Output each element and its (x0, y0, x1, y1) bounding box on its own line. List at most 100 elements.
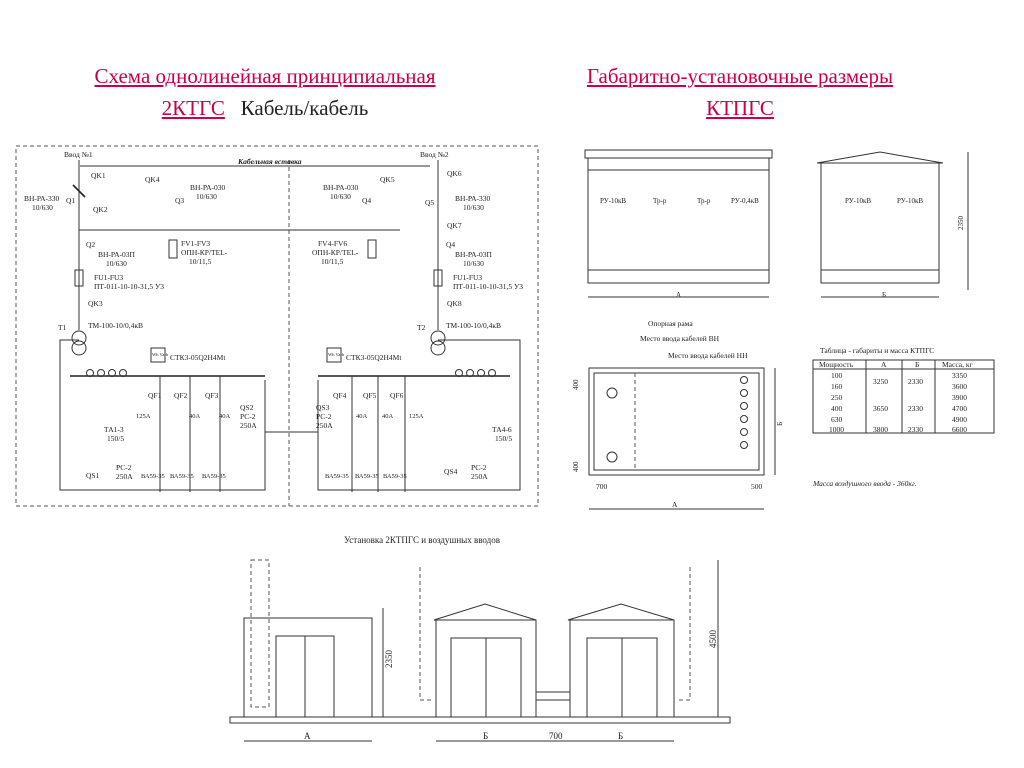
right-qk5: QK5 (380, 175, 395, 184)
left-meter-box-label: Wh Varh (152, 352, 169, 357)
installation-right-air-entry (678, 567, 691, 701)
left-qf2: QF2 (174, 391, 188, 400)
installation-dim-b2: Б (618, 731, 623, 741)
installation-left-unit (243, 617, 373, 718)
side-elevation: РУ-10кВ РУ-10кВ Б 2350 (816, 151, 969, 299)
right-t: T2 (417, 323, 426, 332)
right-vn-ra330: ВН-РА-330 (455, 194, 491, 203)
left-qk3: QK3 (88, 299, 103, 308)
front-elevation: РУ-10кВ Тр-р Тр-р РУ-0,4кВ А (584, 149, 773, 299)
table-header-b: Б (915, 360, 919, 369)
left-lv-loop (59, 339, 266, 491)
plan-lv-entry-6 (740, 441, 748, 449)
front-body (587, 157, 770, 284)
right-qf4: QF4 (333, 391, 347, 400)
installation-ground (229, 716, 731, 724)
cable-insert-label: Кабельная вставка (237, 157, 302, 166)
left-qs1-type: РС-2 (116, 463, 132, 472)
left-vn-ra330-rating: 10/630 (32, 203, 53, 212)
front-label-1: РУ-10кВ (600, 197, 626, 205)
left-fu-type: ПТ-011-10-10-31,5 У3 (94, 282, 164, 291)
plan-frame-label: Опорная рама (648, 319, 693, 328)
left-vn-ra03p-rating: 10/630 (106, 259, 127, 268)
right-qf5: QF5 (363, 391, 377, 400)
side-dim: Б (882, 291, 886, 299)
left-surge-arrester (168, 239, 178, 259)
right-opn-rating: 10/11,5 (321, 257, 344, 266)
left-ta-rating: 150/5 (107, 434, 124, 443)
right-fv: FV4-FV6 (318, 239, 347, 248)
left-meter-box (150, 347, 166, 363)
left-ba2-rating: 40А (189, 413, 201, 420)
plan-hv-entry-1 (606, 387, 618, 399)
right-qs3-type: РС-2 (316, 412, 332, 421)
schematic-frame (15, 145, 539, 507)
right-vn-ra330-rating: 10/630 (463, 203, 484, 212)
left-title: Схема однолинейная принципиальная 2КТГС … (20, 60, 510, 124)
left-transformer-w1 (71, 330, 87, 346)
front-roof (584, 149, 773, 159)
left-ba3: ВА59-35 (202, 473, 226, 480)
plan-lv-entry-5 (740, 428, 748, 436)
right-q4: Q4 (362, 196, 371, 205)
right-qs4-type: РС-2 (471, 463, 487, 472)
right-surge-arrester (367, 239, 377, 259)
front-label-4: РУ-0,4кВ (731, 197, 759, 205)
left-vn-ra030-rating: 10/630 (196, 192, 217, 201)
left-title-code: 2КТГС (161, 96, 225, 120)
left-qk2: QK2 (93, 205, 108, 214)
side-label-2: РУ-10кВ (897, 197, 923, 205)
right-qf6: QF6 (390, 391, 404, 400)
left-qs1-rating: 250А (116, 472, 133, 481)
left-fv: FV1-FV3 (181, 239, 210, 248)
installation-mid-roof (433, 603, 537, 621)
right-qk6: QK6 (447, 169, 462, 178)
table-mass-5: 4900 (952, 415, 967, 424)
installation-dim-4500: 4500 (708, 630, 718, 649)
front-dim: А (676, 291, 681, 299)
left-fu: FU1-FU3 (94, 273, 123, 282)
table-power-630: 630 (831, 415, 843, 424)
installation-dim-b1: Б (483, 731, 488, 741)
right-ba2: ВА59-35 (355, 473, 379, 480)
input1-label: Ввод №1 (64, 150, 93, 159)
left-q1: Q1 (66, 196, 75, 205)
side-label-1: РУ-10кВ (845, 197, 871, 205)
table-b-row2: 2330 (908, 404, 923, 413)
plan-lv-entry-3 (740, 402, 748, 410)
right-q5: Q5 (425, 198, 434, 207)
right-ba1: ВА59-35 (325, 473, 349, 480)
side-height: 2350 (957, 216, 965, 231)
plan-dim-400-bottom: 400 (572, 461, 580, 472)
right-vn-ra03p: ВН-РА-03П (455, 250, 493, 259)
plan-inner-frame (593, 372, 760, 471)
right-fu-type: ПТ-011-10-10-31,5 У3 (453, 282, 523, 291)
installation-dim-700: 700 (549, 731, 563, 741)
plan-view: Опорная рама Место ввода кабелей ВН Мест… (572, 319, 784, 510)
right-q4b: Q4 (446, 240, 455, 249)
right-vn-ra03p-rating: 10/630 (463, 259, 484, 268)
right-ct2 (466, 369, 474, 377)
left-q3: Q3 (175, 196, 184, 205)
installation-mid-air-entry (419, 567, 432, 701)
table-note: Масса воздушного ввода - 360кг. (812, 479, 917, 488)
installation-left-air-entry (250, 559, 270, 708)
left-qs2: QS2 (240, 403, 254, 412)
table-mass-4: 4700 (952, 404, 967, 413)
left-qs2-rating: 250А (240, 421, 257, 430)
lv-tie-line (264, 430, 319, 433)
left-transformer-w2 (71, 340, 87, 356)
left-qs1: QS1 (86, 471, 100, 480)
right-qk7: QK7 (447, 221, 462, 230)
left-ct1 (86, 369, 94, 377)
right-qs3: QS3 (316, 403, 330, 412)
table-b-row1: 2330 (908, 377, 923, 386)
left-title-type: Кабель/кабель (240, 96, 369, 120)
left-fuse (74, 269, 84, 287)
table-power-1000: 1000 (829, 425, 844, 434)
left-opn-rating: 10/11,5 (189, 257, 212, 266)
installation-cable-link (535, 691, 571, 701)
right-title-line1: Габаритно-установочные размеры (586, 64, 894, 88)
table-a-3800: 3800 (873, 425, 888, 434)
